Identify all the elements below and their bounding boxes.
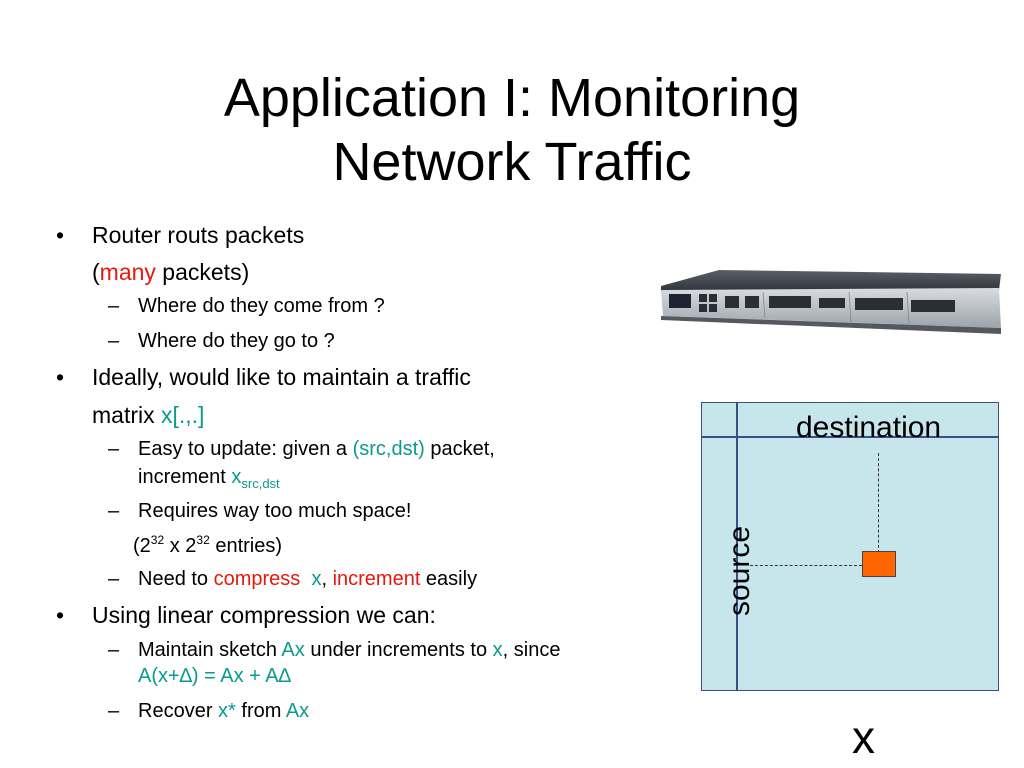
subbullet-recover: Recover x* from Ax	[138, 700, 310, 722]
title-line-1: Application I: Monitoring	[223, 68, 801, 128]
matrix-x-label: x	[852, 711, 875, 763]
subbullet-sketch: Maintain sketch Ax under increments to x…	[138, 639, 561, 661]
bullet-marker: •	[56, 364, 65, 390]
dash-marker: –	[108, 700, 120, 722]
bullet-marker: •	[56, 222, 65, 248]
dash-marker: –	[108, 438, 120, 460]
subbullet-easy-update: Easy to update: given a (src,dst) packet…	[138, 438, 495, 460]
bullet-router: Router routs packets	[92, 222, 305, 248]
matrix-symbol: x[.,.]	[161, 402, 205, 428]
bullet-ideally: Ideally, would like to maintain a traffi…	[92, 364, 471, 390]
router-image	[661, 270, 1001, 334]
title-line-2: Network Traffic	[332, 132, 692, 192]
bullet-ideally-cont: matrix x[.,.]	[92, 402, 205, 428]
matrix-col-header-divider	[702, 436, 998, 438]
subbullet-go-to: Where do they go to ?	[138, 330, 335, 352]
subbullet-compress: Need to compress x, increment easily	[138, 568, 478, 590]
slide-title: Application I: Monitoring Network Traffi…	[0, 66, 1024, 194]
many-text: many	[99, 259, 156, 285]
dash-marker: –	[108, 330, 120, 352]
subbullet-easy-update-cont: increment xsrc,dst	[138, 466, 280, 491]
subbullet-entries: (232 x 232 entries)	[133, 533, 283, 557]
highlighted-cell	[862, 551, 896, 577]
destination-label: destination	[796, 411, 942, 444]
bullet-marker: •	[56, 602, 65, 628]
dash-marker: –	[108, 568, 120, 590]
subbullet-come-from: Where do they come from ?	[138, 295, 385, 317]
subbullet-space: Requires way too much space!	[138, 500, 412, 522]
source-dashed-line	[750, 565, 862, 566]
dash-marker: –	[108, 295, 120, 317]
bullet-linear-compression: Using linear compression we can:	[92, 602, 436, 628]
matrix-row-header-divider	[736, 403, 738, 690]
traffic-matrix	[701, 402, 999, 691]
subbullet-equation: A(x+∆) = Ax + A∆	[138, 665, 291, 687]
destination-dashed-line	[878, 453, 879, 553]
bullet-router-cont: (many packets)	[92, 259, 250, 285]
source-label: source	[723, 525, 756, 616]
dash-marker: –	[108, 500, 120, 522]
dash-marker: –	[108, 639, 120, 661]
